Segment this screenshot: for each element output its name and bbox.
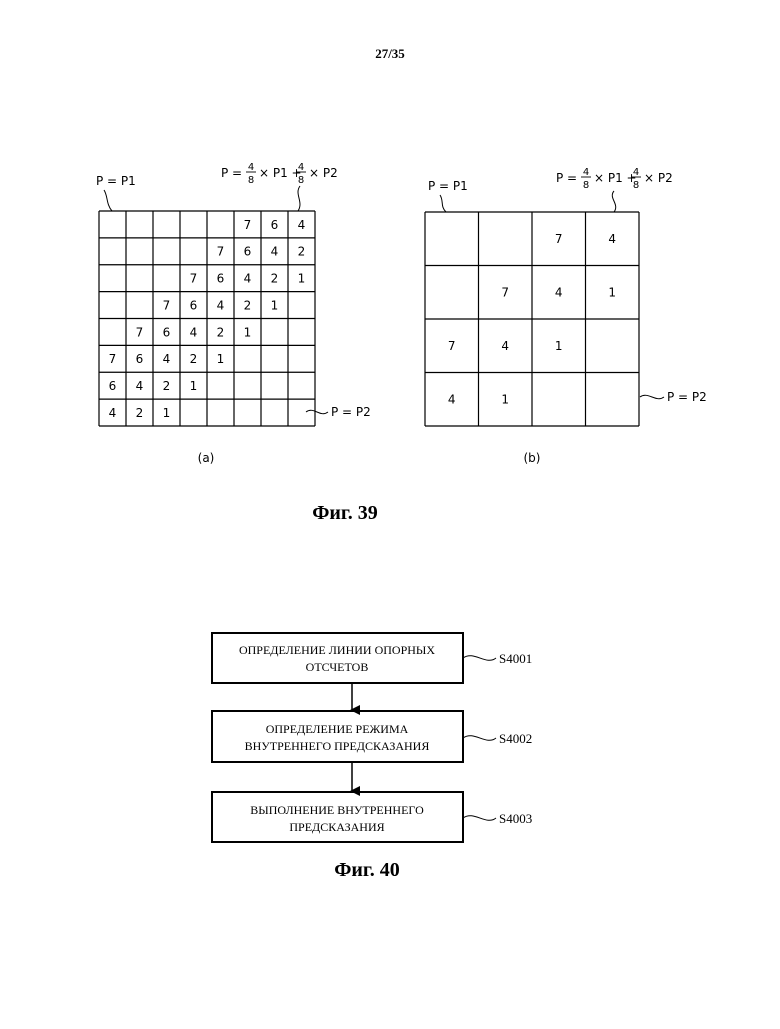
formula-term1: × P1 +	[259, 166, 302, 180]
step-box-s4001	[212, 633, 463, 683]
grid-cell-value: 2	[271, 272, 279, 286]
grid-cell-value: 4	[217, 298, 225, 312]
step-box-s4002	[212, 711, 463, 762]
grid-cell-value: 6	[109, 379, 117, 393]
grid-cell-value: 4	[555, 286, 563, 300]
grid-cell-value: 4	[190, 325, 198, 339]
step-text-line: ПРЕДСКАЗАНИЯ	[289, 820, 384, 834]
grid-cell-value: 2	[190, 352, 198, 366]
panel-b-grid	[425, 212, 639, 426]
formula-term2: × P2	[644, 171, 673, 185]
grid-cell-value: 7	[109, 352, 117, 366]
formula-term1: × P1 +	[594, 171, 637, 185]
step-text-line: ОПРЕДЕЛЕНИЕ РЕЖИМА	[266, 722, 409, 736]
fig40-caption: Фиг. 40	[334, 859, 400, 881]
grid-cell-value: 1	[298, 272, 306, 286]
grid-cell-value: 7	[190, 272, 198, 286]
panel-a-grid	[99, 211, 315, 426]
step-leader	[463, 656, 496, 661]
step-id-s4002: S4002	[499, 731, 532, 746]
step-id-s4001: S4001	[499, 651, 532, 666]
grid-cell-value: 4	[244, 272, 252, 286]
grid-cell-value: 1	[244, 325, 252, 339]
grid-cell-value: 7	[555, 232, 563, 246]
formula-term2: × P2	[309, 166, 338, 180]
grid-cell-value: 2	[298, 245, 306, 259]
grid-cell-value: 1	[555, 339, 563, 353]
step-text-line: ОПРЕДЕЛЕНИЕ ЛИНИИ ОПОРНЫХ	[239, 643, 435, 657]
grid-cell-value: 7	[217, 245, 225, 259]
page-number: 27/35	[375, 46, 405, 61]
fig39-panel-a: P = P1 P = 4 8 × P1 + 4 8 × P2 7 6 4 7 6 4 2 7 6…	[96, 162, 371, 465]
grid-cell-value: 6	[136, 352, 144, 366]
grid-cell-value: 1	[608, 286, 616, 300]
grid-cell-value: 1	[217, 352, 225, 366]
grid-cell-value: 4	[163, 352, 171, 366]
panel-b-label: (b)	[524, 451, 541, 465]
step-leader	[463, 816, 496, 821]
panel-a-formula-leader	[298, 186, 300, 211]
formula-numerator: 4	[248, 162, 254, 173]
panel-a-p1-label: P = P1	[96, 174, 136, 188]
grid-cell-value: 2	[244, 298, 252, 312]
grid-cell-value: 6	[244, 245, 252, 259]
grid-cell-value: 7	[501, 286, 509, 300]
panel-b-p2-label: P = P2	[667, 390, 707, 404]
step-text-line: ВЫПОЛНЕНИЕ ВНУТРЕННЕГО	[250, 803, 424, 817]
formula-denominator: 8	[248, 175, 254, 186]
fig39-caption: Фиг. 39	[312, 502, 378, 524]
grid-cell-value: 2	[136, 406, 144, 420]
grid-cell-value: 4	[109, 406, 117, 420]
grid-cell-value: 1	[190, 379, 198, 393]
formula-numerator: 4	[298, 162, 304, 173]
grid-cell-value: 7	[244, 218, 252, 232]
formula-denominator: 8	[298, 175, 304, 186]
panel-b-p2-leader	[640, 395, 664, 398]
fig40-flowchart: ОПРЕДЕЛЕНИЕ ЛИНИИ ОПОРНЫХ ОТСЧЕТОВ S4001…	[212, 633, 532, 842]
step-text-line: ВНУТРЕННЕГО ПРЕДСКАЗАНИЯ	[245, 739, 430, 753]
grid-cell-value: 1	[163, 406, 171, 420]
fig39-panel-b: P = P1 P = 4 8 × P1 + 4 8 × P2 7 4 7 4 1 7 4 1 4…	[425, 167, 707, 465]
panel-a-label: (a)	[198, 451, 215, 465]
grid-cell-value: 1	[271, 298, 279, 312]
step-text-line: ОТСЧЕТОВ	[306, 660, 369, 674]
grid-cell-value: 4	[136, 379, 144, 393]
grid-cell-value: 2	[217, 325, 225, 339]
formula-prefix: P =	[221, 166, 242, 180]
formula-denominator: 8	[633, 180, 639, 191]
panel-b-formula-leader	[612, 191, 615, 212]
panel-b-p1-label: P = P1	[428, 179, 468, 193]
grid-cell-value: 6	[271, 218, 279, 232]
grid-cell-value: 7	[136, 325, 144, 339]
grid-cell-value: 6	[217, 272, 225, 286]
grid-cell-value: 6	[163, 325, 171, 339]
panel-a-formula: P = 4 8 × P1 + 4 8 × P2	[221, 162, 338, 186]
step-id-s4003: S4003	[499, 811, 532, 826]
step-leader	[463, 736, 496, 741]
panel-a-p1-leader	[104, 190, 112, 211]
grid-cell-value: 1	[501, 393, 509, 407]
step-box-s4003	[212, 792, 463, 842]
formula-prefix: P =	[556, 171, 577, 185]
panel-a-p2-label: P = P2	[331, 405, 371, 419]
panel-b-formula: P = 4 8 × P1 + 4 8 × P2	[556, 167, 673, 191]
panel-b-p1-leader	[440, 195, 446, 212]
grid-cell-value: 4	[298, 218, 306, 232]
formula-numerator: 4	[583, 167, 589, 178]
formula-denominator: 8	[583, 180, 589, 191]
grid-cell-value: 4	[501, 339, 509, 353]
grid-cell-value: 7	[163, 298, 171, 312]
formula-numerator: 4	[633, 167, 639, 178]
panel-a-p2-leader	[306, 410, 328, 413]
grid-cell-value: 4	[448, 393, 456, 407]
grid-cell-value: 7	[448, 339, 456, 353]
grid-cell-value: 4	[271, 245, 279, 259]
grid-cell-value: 2	[163, 379, 171, 393]
grid-cell-value: 4	[608, 232, 616, 246]
grid-cell-value: 6	[190, 298, 198, 312]
